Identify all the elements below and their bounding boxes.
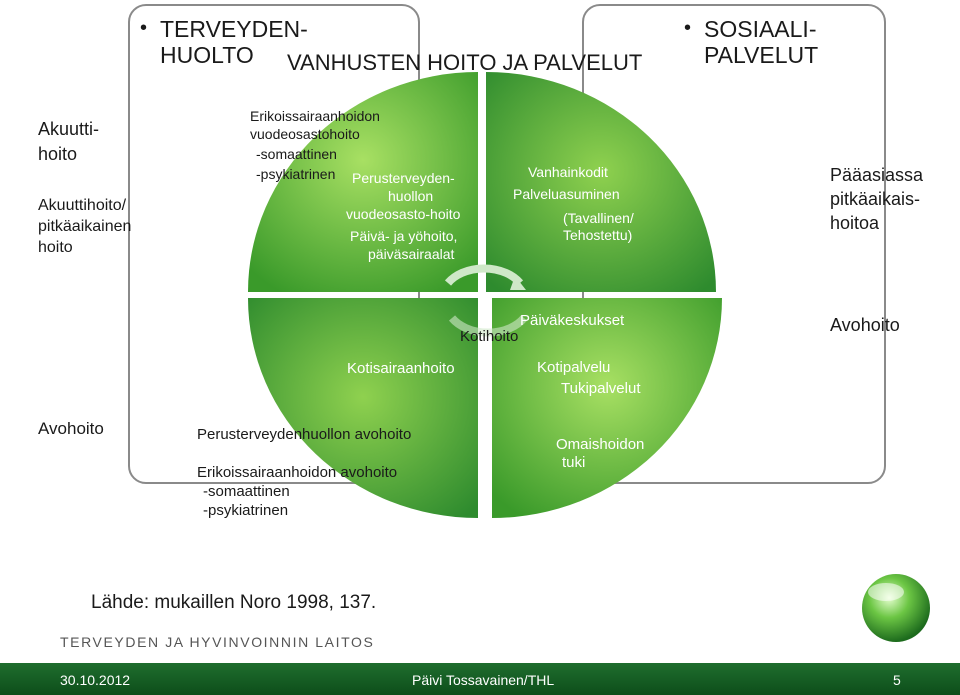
social-services-title-1: SOSIAALI- — [684, 16, 817, 44]
long-term-label-3: hoitoa — [830, 213, 880, 233]
acute-long-label-3: hoito — [38, 239, 73, 256]
quadrant-bottom-left — [248, 298, 478, 518]
day-centers: Päiväkeskukset — [520, 312, 625, 329]
specialist-inpatient-1: Erikoissairaanhoidon — [250, 108, 380, 124]
caregiver-support-1: Omaishoidon — [556, 436, 645, 453]
home-service: Kotipalvelu — [537, 359, 611, 376]
support-services: Tukipalvelut — [561, 380, 641, 397]
quadrant-top-right — [486, 72, 716, 292]
housing-type-2: Tehostettu) — [563, 227, 633, 243]
center-title: VANHUSTEN HOITO JA PALVELUT — [287, 50, 643, 75]
home-hospital-care: Kotisairaanhoito — [347, 360, 455, 377]
primary-inpatient-1: Perusterveyden- — [352, 170, 455, 186]
caregiver-support-2: tuki — [562, 454, 586, 471]
thl-logo-text: TERVEYDEN JA HYVINVOINNIN LAITOS — [60, 634, 375, 650]
acute-care-label-2: hoito — [38, 144, 78, 164]
specialist-psychiatric: -psykiatrinen — [256, 166, 336, 182]
primary-outpatient: Perusterveydenhuollon avohoito — [197, 426, 412, 443]
long-term-label-1: Pääasiassa — [830, 165, 924, 185]
specialist-somatic: -somaattinen — [256, 146, 337, 162]
left-outpatient-label: Avohoito — [38, 419, 104, 438]
cycle-arrow-icon — [444, 264, 524, 286]
footer-date: 30.10.2012 — [60, 672, 131, 688]
thl-orb-icon — [862, 574, 930, 642]
nursing-homes: Vanhainkodit — [528, 164, 608, 180]
home-care: Kotihoito — [460, 328, 519, 345]
specialist-inpatient-2: vuodeosastohoito — [250, 126, 360, 142]
primary-inpatient-3: vuodeosasto-hoito — [346, 206, 461, 222]
footer-author: Päivi Tossavainen/THL — [412, 672, 555, 688]
outpatient-psychiatric: -psykiatrinen — [203, 502, 289, 519]
specialist-outpatient: Erikoissairaanhoidon avohoito — [197, 464, 398, 481]
acute-long-label-2: pitkäaikainen — [38, 218, 132, 235]
long-term-label-2: pitkäaikais- — [830, 189, 921, 209]
acute-care-label-1: Akuutti- — [38, 119, 100, 139]
acute-long-label-1: Akuuttihoito/ — [38, 197, 127, 214]
day-night-care-1: Päivä- ja yöhoito, — [350, 228, 458, 244]
quadrant-top-left — [248, 72, 478, 292]
housing-type-1: (Tavallinen/ — [563, 210, 634, 226]
health-care-title-1: TERVEYDEN- — [140, 16, 308, 44]
footer-bar — [0, 663, 960, 695]
social-services-title-2: PALVELUT — [704, 42, 819, 68]
day-night-care-2: päiväsairaalat — [368, 246, 455, 262]
right-outpatient-label: Avohoito — [830, 315, 900, 335]
primary-inpatient-2: huollon — [388, 188, 434, 204]
source-citation: Lähde: mukaillen Noro 1998, 137. — [91, 592, 377, 613]
health-care-title-2: HUOLTO — [160, 42, 254, 68]
service-housing: Palveluasuminen — [513, 186, 620, 202]
outpatient-somatic: -somaattinen — [203, 483, 290, 500]
footer-page-number: 5 — [893, 672, 901, 688]
quadrant-bottom-right — [492, 298, 722, 518]
